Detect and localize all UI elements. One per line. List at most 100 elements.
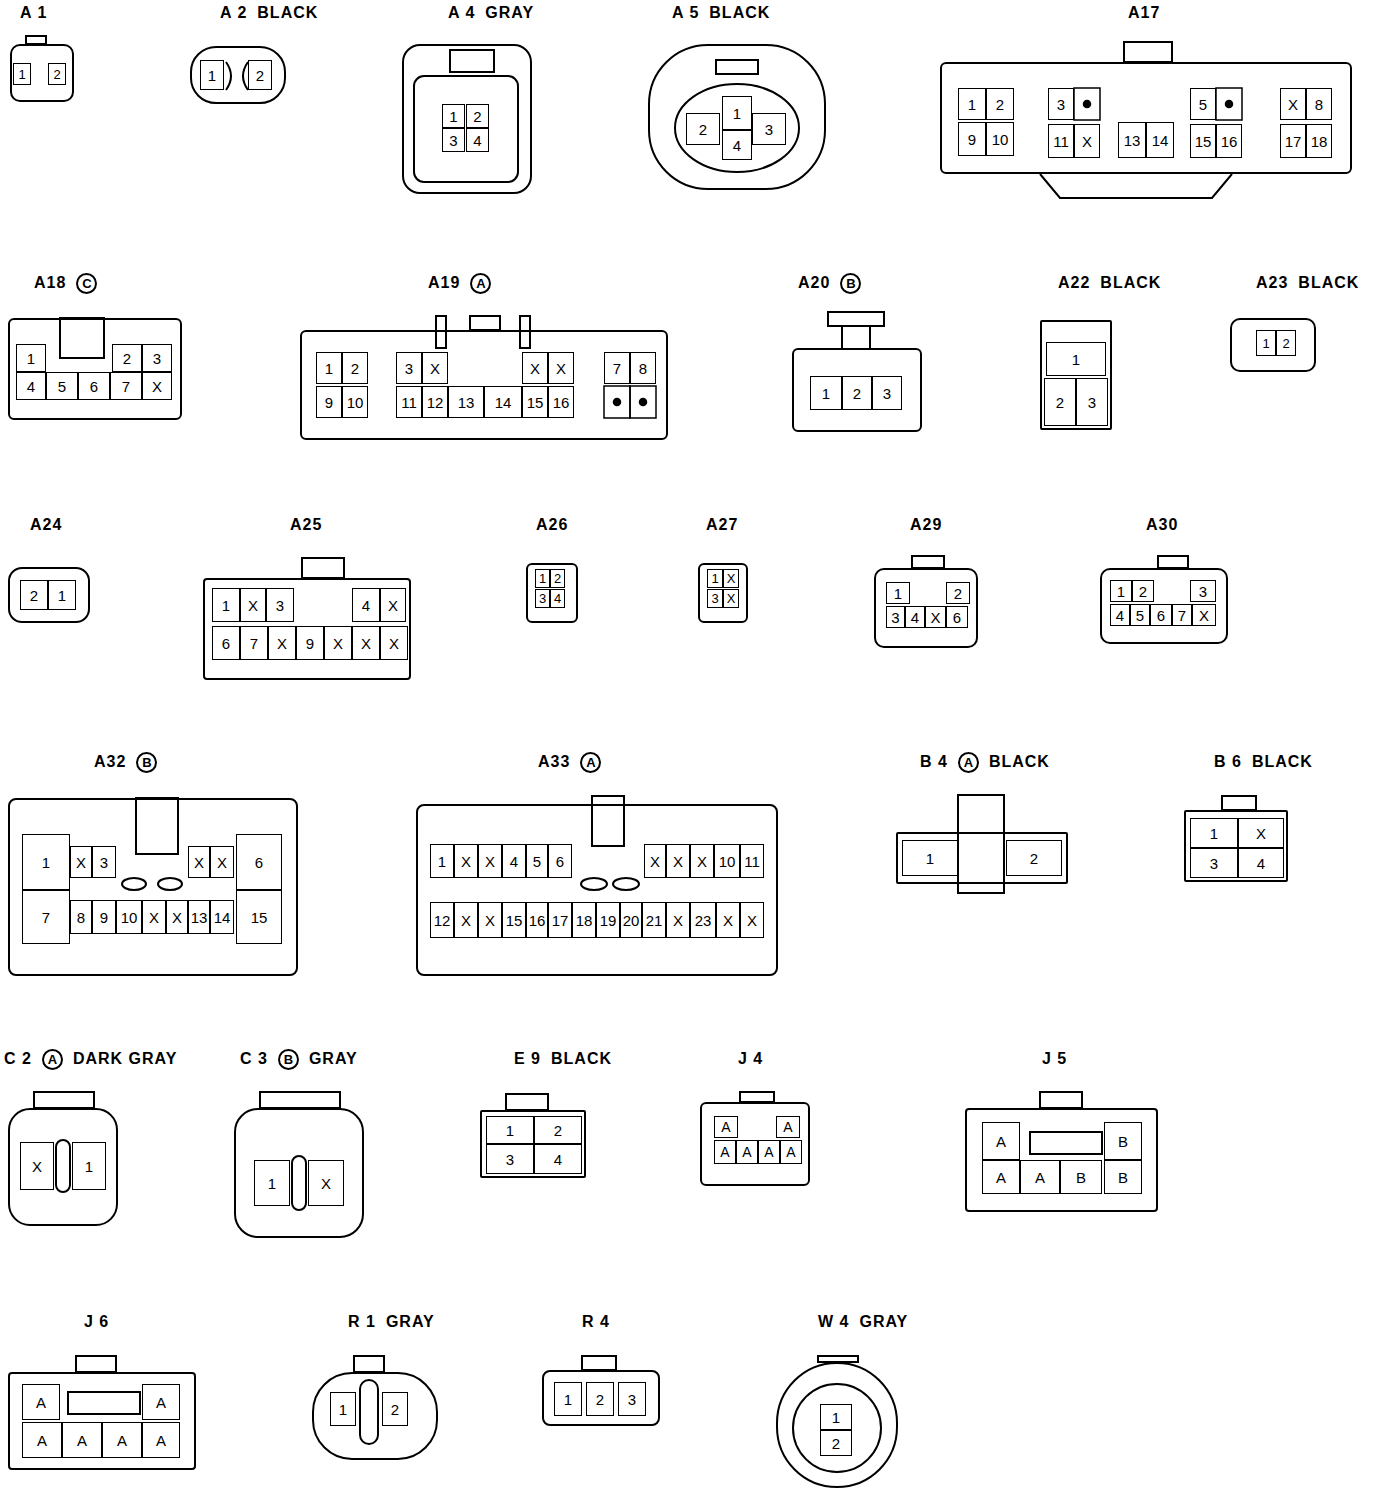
connector-code: A25 <box>290 516 322 534</box>
connector-code: A30 <box>1146 516 1178 534</box>
connector-label-row: A25 <box>290 514 322 536</box>
pin-cell: 1 <box>13 63 31 85</box>
pin-number: 7 <box>122 379 130 394</box>
pin-cell: 15 <box>522 386 548 418</box>
pin-cell: A <box>142 1422 180 1458</box>
pin-number: 13 <box>458 395 475 410</box>
pin-cell: 1 <box>1190 818 1238 848</box>
pin-number: X <box>361 636 371 651</box>
pin-number: X <box>650 854 660 869</box>
pin-number: X <box>727 592 736 605</box>
housing-color: GRAY <box>485 4 534 22</box>
pin-number: 4 <box>473 133 481 148</box>
pin-cell: X <box>210 846 234 878</box>
pin-number: A <box>156 1433 166 1448</box>
pin-cell: 3 <box>752 113 786 145</box>
pin-cell: A <box>142 1384 180 1420</box>
pin-cell: X <box>454 902 478 938</box>
connector-outline: A261234 <box>526 563 578 623</box>
pin-cell: 6 <box>236 834 282 890</box>
pin-number: 15 <box>506 913 523 928</box>
pin-cell: 15 <box>236 890 282 944</box>
pin-number: 10 <box>121 910 138 925</box>
pin-cell: 8 <box>630 352 656 384</box>
connector-code: A 5 <box>672 4 699 22</box>
pin-cell: 12 <box>430 902 454 938</box>
pin-number: 14 <box>495 395 512 410</box>
pin-cell: 7 <box>604 352 630 384</box>
pin-cell: B <box>1104 1122 1142 1160</box>
pin-cell: 2 <box>586 1382 614 1416</box>
pin-number: 2 <box>832 1436 840 1451</box>
pin-number: 12 <box>427 395 444 410</box>
pin-number: 14 <box>1152 133 1169 148</box>
pin-number: 8 <box>77 910 85 925</box>
pin-cell: 3 <box>266 588 294 622</box>
connector-code: A32 <box>94 753 126 771</box>
pin-cell: 9 <box>92 900 116 934</box>
connector-outline: R 1GRAY12 <box>312 1372 438 1460</box>
pin-number: 4 <box>1116 608 1124 623</box>
variant-letter: B <box>840 273 861 294</box>
pin-number: X <box>485 854 495 869</box>
housing-color: BLACK <box>1100 274 1161 292</box>
pin-number: 3 <box>765 122 773 137</box>
pin-number: 3 <box>883 386 891 401</box>
pin-cell: 4 <box>534 1144 582 1174</box>
pin-cell: 1 <box>707 569 723 588</box>
pin-number: X <box>152 379 162 394</box>
pin-cell: 16 <box>548 386 574 418</box>
pin-number: 1 <box>58 588 66 603</box>
pin-cell: X <box>454 844 478 878</box>
connector-outline: A271X3X <box>698 563 748 623</box>
pin-cell: 5 <box>526 844 548 878</box>
pin-cell: 13 <box>1118 122 1146 158</box>
connector-code: A29 <box>910 516 942 534</box>
pin-number: 1 <box>1262 337 1269 350</box>
pin-number: A <box>721 1120 730 1134</box>
pin-number: 10 <box>347 395 364 410</box>
pin-cell: 2 <box>1276 330 1296 356</box>
pin-cell: 4 <box>722 130 752 160</box>
pin-cell: 3 <box>707 589 723 608</box>
connector-outline: C 2ADARK GRAYX1 <box>8 1108 118 1226</box>
pin-number: 3 <box>276 598 284 613</box>
pin-number: 3 <box>628 1392 636 1407</box>
pin-number: X <box>556 361 566 376</box>
pin-number: 1 <box>926 851 934 866</box>
pin-cell: X <box>1280 88 1306 120</box>
pin-number: X <box>530 361 540 376</box>
pin-cell: 4 <box>466 128 489 152</box>
pin-number: 7 <box>1178 608 1186 623</box>
pin-cell: 17 <box>1280 124 1306 158</box>
pin-cell: X <box>380 588 406 622</box>
pin-cell: 3 <box>486 1144 534 1174</box>
pin-number: X <box>149 910 159 925</box>
pin-cell: 9 <box>316 386 342 418</box>
pin-number: X <box>172 910 182 925</box>
pin-cell: 19 <box>596 902 620 938</box>
pin-number: X <box>485 913 495 928</box>
pin-number: X <box>388 598 398 613</box>
pin-cell: X <box>1192 604 1216 626</box>
pin-cell: 4 <box>352 588 380 622</box>
connector-outline: A171235X891011X131415161718 <box>940 62 1352 174</box>
pin-number: 3 <box>100 855 108 870</box>
connector-code: A 4 <box>448 4 475 22</box>
pin-cell: 2 <box>48 63 66 85</box>
pin-cell: 6 <box>212 626 240 660</box>
connector-code: R 4 <box>582 1313 610 1331</box>
pin-number: 1 <box>1072 352 1080 367</box>
connector-code: A23 <box>1256 274 1288 292</box>
pin-cell: 6 <box>946 606 968 628</box>
pin-cell: 1 <box>722 96 752 130</box>
pin-cell: X <box>666 902 690 938</box>
pin-cell: 3 <box>1048 88 1074 120</box>
pin-number: 3 <box>891 610 899 625</box>
pin-cell: 3 <box>1190 580 1216 602</box>
connector-label-row: A29 <box>910 514 942 536</box>
pin-cell: X <box>723 569 739 588</box>
pin-number: 1 <box>1210 826 1218 841</box>
connector-label-row: A18C <box>34 272 97 294</box>
